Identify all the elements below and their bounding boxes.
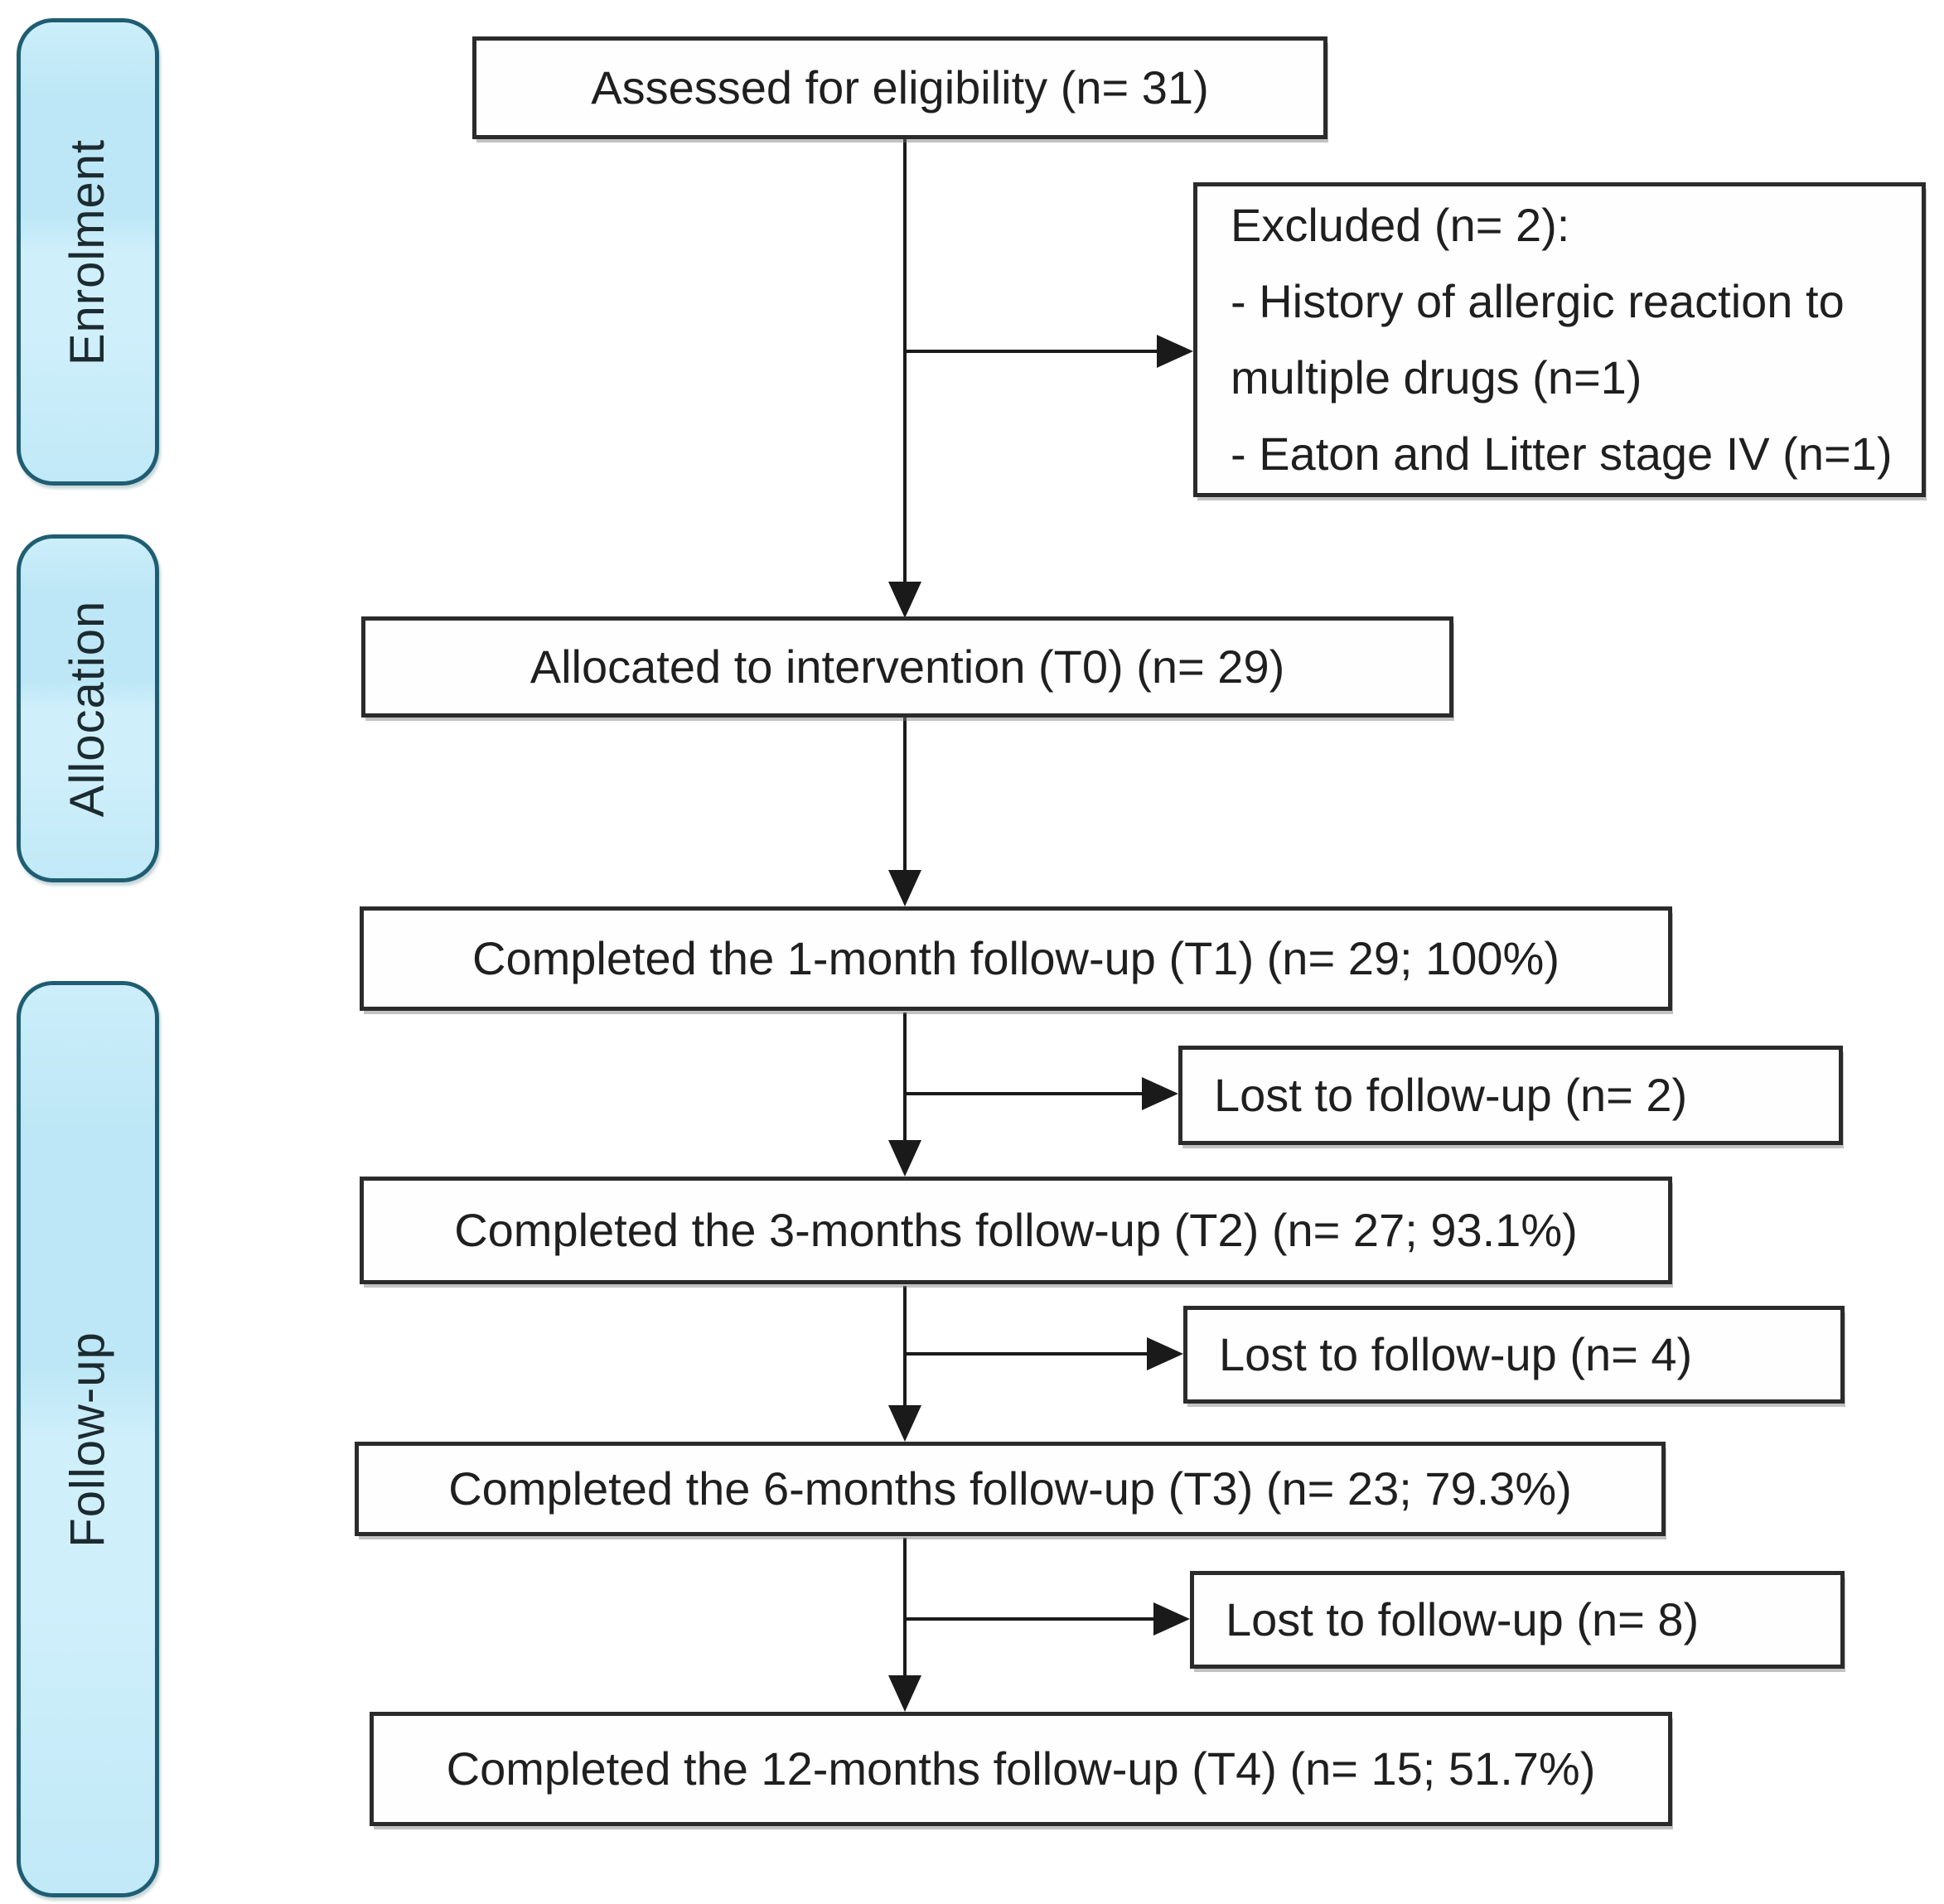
stage-allocation: Allocation: [17, 534, 159, 882]
stage-follow-up: Follow-up: [17, 981, 159, 1897]
node-assessed: Assessed for eligibility (n= 31): [472, 36, 1327, 139]
node-excluded-line-1: Excluded (n= 2):: [1231, 199, 1570, 251]
arrowhead-lost1: [1142, 1077, 1178, 1110]
stage-enrolment-label: Enrolment: [60, 138, 115, 365]
node-excluded-line-3: multiple drugs (n=1): [1231, 351, 1642, 404]
node-excluded-line-4: - Eaton and Litter stage IV (n=1): [1231, 428, 1893, 480]
node-assessed-label: Assessed for eligibility (n= 31): [591, 61, 1209, 114]
node-lost-t2: Lost to follow-up (n= 2): [1178, 1046, 1843, 1145]
arrowhead-allocated: [888, 582, 921, 618]
node-followup-t1: Completed the 1-month follow-up (T1) (n=…: [360, 906, 1672, 1011]
stage-allocation-label: Allocation: [60, 600, 115, 817]
stage-enrolment: Enrolment: [17, 18, 159, 486]
arrowhead-t2: [888, 1140, 921, 1177]
node-followup-t3-label: Completed the 6-months follow-up (T3) (n…: [448, 1462, 1572, 1515]
node-lost-t3-label: Lost to follow-up (n= 4): [1219, 1328, 1693, 1380]
arrowhead-t3: [888, 1405, 921, 1442]
arrowhead-t1: [888, 870, 921, 906]
node-lost-t4: Lost to follow-up (n= 8): [1190, 1571, 1845, 1669]
node-allocated: Allocated to intervention (T0) (n= 29): [361, 616, 1453, 718]
arrowhead-t4: [888, 1675, 921, 1712]
node-lost-t4-label: Lost to follow-up (n= 8): [1226, 1593, 1700, 1645]
arrowhead-excluded: [1157, 335, 1193, 368]
node-lost-t2-label: Lost to follow-up (n= 2): [1214, 1069, 1688, 1121]
node-followup-t2: Completed the 3-months follow-up (T2) (n…: [360, 1177, 1672, 1284]
stage-follow-up-label: Follow-up: [60, 1331, 115, 1548]
node-followup-t1-label: Completed the 1-month follow-up (T1) (n=…: [472, 932, 1560, 984]
node-followup-t3: Completed the 6-months follow-up (T3) (n…: [355, 1442, 1666, 1536]
node-allocated-label: Allocated to intervention (T0) (n= 29): [530, 640, 1285, 693]
arrowhead-lost2: [1147, 1337, 1183, 1370]
node-excluded: Excluded (n= 2): - History of allergic r…: [1193, 182, 1926, 497]
node-followup-t4-label: Completed the 12-months follow-up (T4) (…: [446, 1742, 1596, 1795]
node-lost-t3: Lost to follow-up (n= 4): [1183, 1306, 1845, 1404]
node-excluded-line-2: - History of allergic reaction to: [1231, 275, 1845, 327]
node-followup-t2-label: Completed the 3-months follow-up (T2) (n…: [454, 1204, 1578, 1256]
arrowhead-lost3: [1153, 1602, 1190, 1636]
node-followup-t4: Completed the 12-months follow-up (T4) (…: [370, 1712, 1672, 1826]
